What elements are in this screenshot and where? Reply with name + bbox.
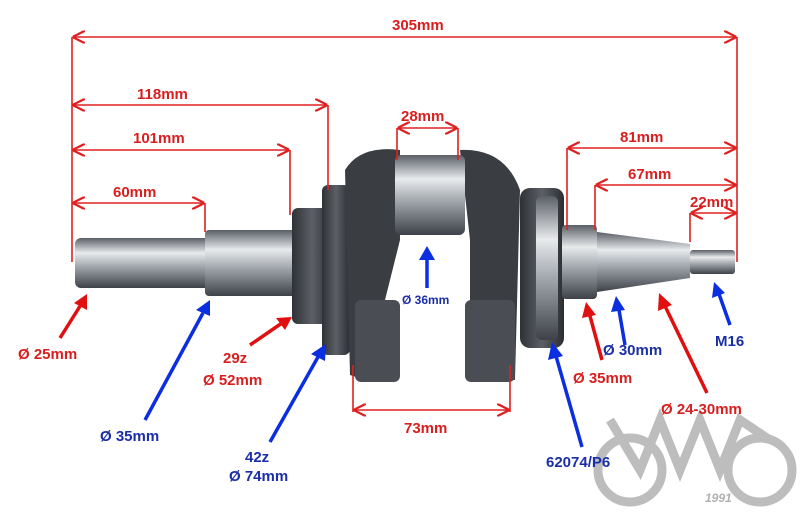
dim-101: 101mm bbox=[133, 130, 185, 147]
dim-305: 305mm bbox=[392, 17, 444, 34]
label-small-gear-teeth: 29z bbox=[223, 350, 247, 367]
callout-arrows bbox=[58, 246, 732, 448]
label-journal: Ø 30mm bbox=[603, 342, 662, 359]
large-gear bbox=[322, 185, 350, 355]
logo-year: 1991 bbox=[705, 491, 732, 505]
dim-118: 118mm bbox=[137, 86, 188, 103]
label-large-gear-dia: Ø 74mm bbox=[229, 468, 288, 485]
crankshaft-image bbox=[75, 149, 735, 382]
dim-73: 73mm bbox=[404, 420, 447, 437]
label-shaft-end: Ø 25mm bbox=[18, 346, 77, 363]
label-taper: Ø 24-30mm bbox=[661, 401, 742, 418]
crank-pin bbox=[395, 155, 465, 235]
dim-81: 81mm bbox=[620, 129, 663, 146]
label-shaft-main: Ø 35mm bbox=[100, 428, 159, 445]
dimension-lines bbox=[71, 37, 738, 412]
label-thread: M16 bbox=[715, 333, 744, 350]
label-small-gear-dia: Ø 52mm bbox=[203, 372, 262, 389]
label-crank-pin: Ø 36mm bbox=[402, 293, 449, 307]
dim-28: 28mm bbox=[401, 108, 444, 125]
thread bbox=[690, 250, 735, 274]
label-bearing-seat: Ø 35mm bbox=[573, 370, 632, 387]
dim-22: 22mm bbox=[690, 194, 733, 211]
dim-60: 60mm bbox=[113, 184, 156, 201]
label-bearing: 62074/P6 bbox=[546, 454, 610, 471]
callout-labels: Ø 25mm Ø 35mm 29z Ø 52mm 42z Ø 74mm Ø 36… bbox=[18, 293, 744, 485]
dimension-labels: 305mm 118mm 101mm 60mm 28mm 81mm 67mm 22… bbox=[113, 17, 733, 437]
wma-logo: 1991 bbox=[593, 407, 797, 507]
label-large-gear-teeth: 42z bbox=[245, 449, 269, 466]
dim-67: 67mm bbox=[628, 166, 671, 183]
